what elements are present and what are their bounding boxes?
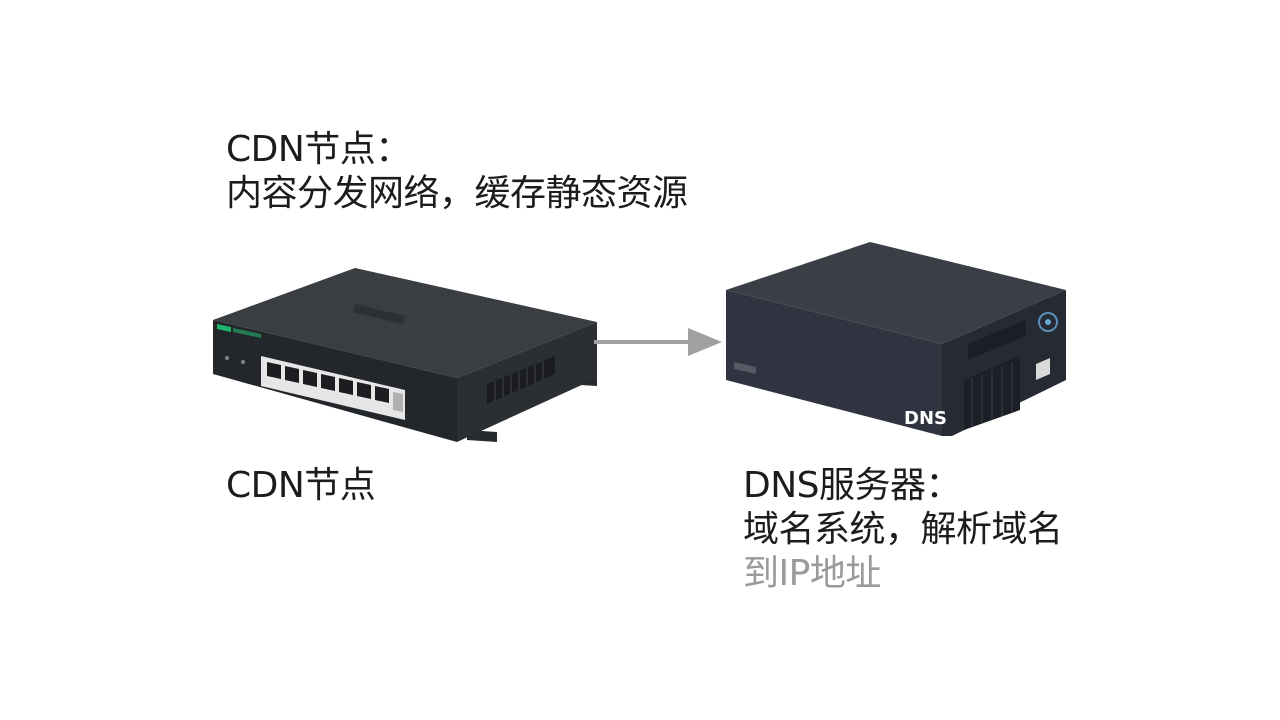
cdn-node-title: CDN节点： [226,129,411,170]
dns-server-title: DNS服务器： [743,465,962,506]
network-switch-icon [213,268,597,442]
cdn-node-description: 内容分发网络，缓存静态资源 [226,173,688,214]
cdn-node-caption: CDN节点： 内容分发网络，缓存静态资源 [226,128,688,216]
dns-server-description-line2: 到IP地址 [743,553,881,594]
dns-server-caption: DNS服务器： 域名系统，解析域名 到IP地址 [743,464,1063,596]
dns-server-icon: DNS [726,242,1066,436]
cdn-node-label: CDN节点 [226,465,376,506]
dns-server-description-line1: 域名系统，解析域名 [743,509,1063,550]
arrow-right-icon [594,328,722,356]
dns-device-label: DNS [904,408,947,429]
